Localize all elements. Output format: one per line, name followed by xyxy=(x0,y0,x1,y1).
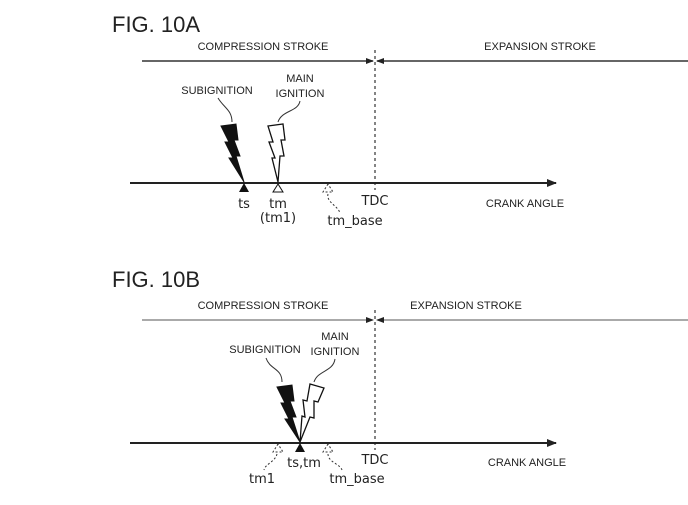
tm1-label: (tm1) xyxy=(260,211,296,226)
subignition-bolt-icon xyxy=(220,123,245,183)
compression-stroke-label: COMPRESSION STROKE xyxy=(198,300,329,312)
figure-10b: FIG. 10B COMPRESSION STROKE EXPANSION ST… xyxy=(112,267,688,487)
ts-tm-label: ts,tm xyxy=(287,456,321,471)
tm-base-label: tm_base xyxy=(329,472,384,487)
tdc-label: TDC xyxy=(360,453,388,468)
subignition-bolt-icon xyxy=(276,384,301,443)
tm-label: tm xyxy=(269,197,287,212)
tm1-marker xyxy=(272,443,284,453)
tm-marker xyxy=(272,183,284,193)
figure-10a: FIG. 10A COMPRESSION STROKE EXPANSION ST… xyxy=(112,12,688,229)
ts-tm-marker xyxy=(295,443,305,452)
main-ignition-leader xyxy=(277,100,301,123)
main-ignition-label-1: MAIN xyxy=(321,331,349,343)
tm1-leader xyxy=(263,453,278,471)
subignition-label: SUBIGNITION xyxy=(181,85,253,97)
tm-base-marker xyxy=(322,443,334,453)
main-ignition-bolt-icon xyxy=(299,383,325,443)
main-ignition-leader xyxy=(313,358,336,383)
tdc-label: TDC xyxy=(360,194,388,209)
tm-base-leader xyxy=(327,193,341,214)
subignition-leader xyxy=(217,97,233,123)
figure-title: FIG. 10A xyxy=(112,12,200,37)
main-ignition-label-1: MAIN xyxy=(286,73,314,85)
compression-stroke-label: COMPRESSION STROKE xyxy=(198,41,329,53)
crank-angle-label: CRANK ANGLE xyxy=(488,457,566,469)
figure-title: FIG. 10B xyxy=(112,267,200,292)
ts-marker xyxy=(239,183,249,192)
main-ignition-label-2: IGNITION xyxy=(311,346,360,358)
expansion-stroke-label: EXPANSION STROKE xyxy=(484,41,596,53)
tm-base-leader xyxy=(327,453,343,471)
subignition-leader xyxy=(265,357,283,383)
tm-base-label: tm_base xyxy=(327,214,382,229)
main-ignition-label-2: IGNITION xyxy=(276,88,325,100)
tm1-label: tm1 xyxy=(249,472,275,487)
tm-base-marker xyxy=(322,183,334,193)
expansion-stroke-label: EXPANSION STROKE xyxy=(410,300,522,312)
ts-label: ts xyxy=(238,197,250,212)
crank-angle-label: CRANK ANGLE xyxy=(486,198,564,210)
main-ignition-bolt-icon xyxy=(267,123,286,183)
subignition-label: SUBIGNITION xyxy=(229,344,301,356)
